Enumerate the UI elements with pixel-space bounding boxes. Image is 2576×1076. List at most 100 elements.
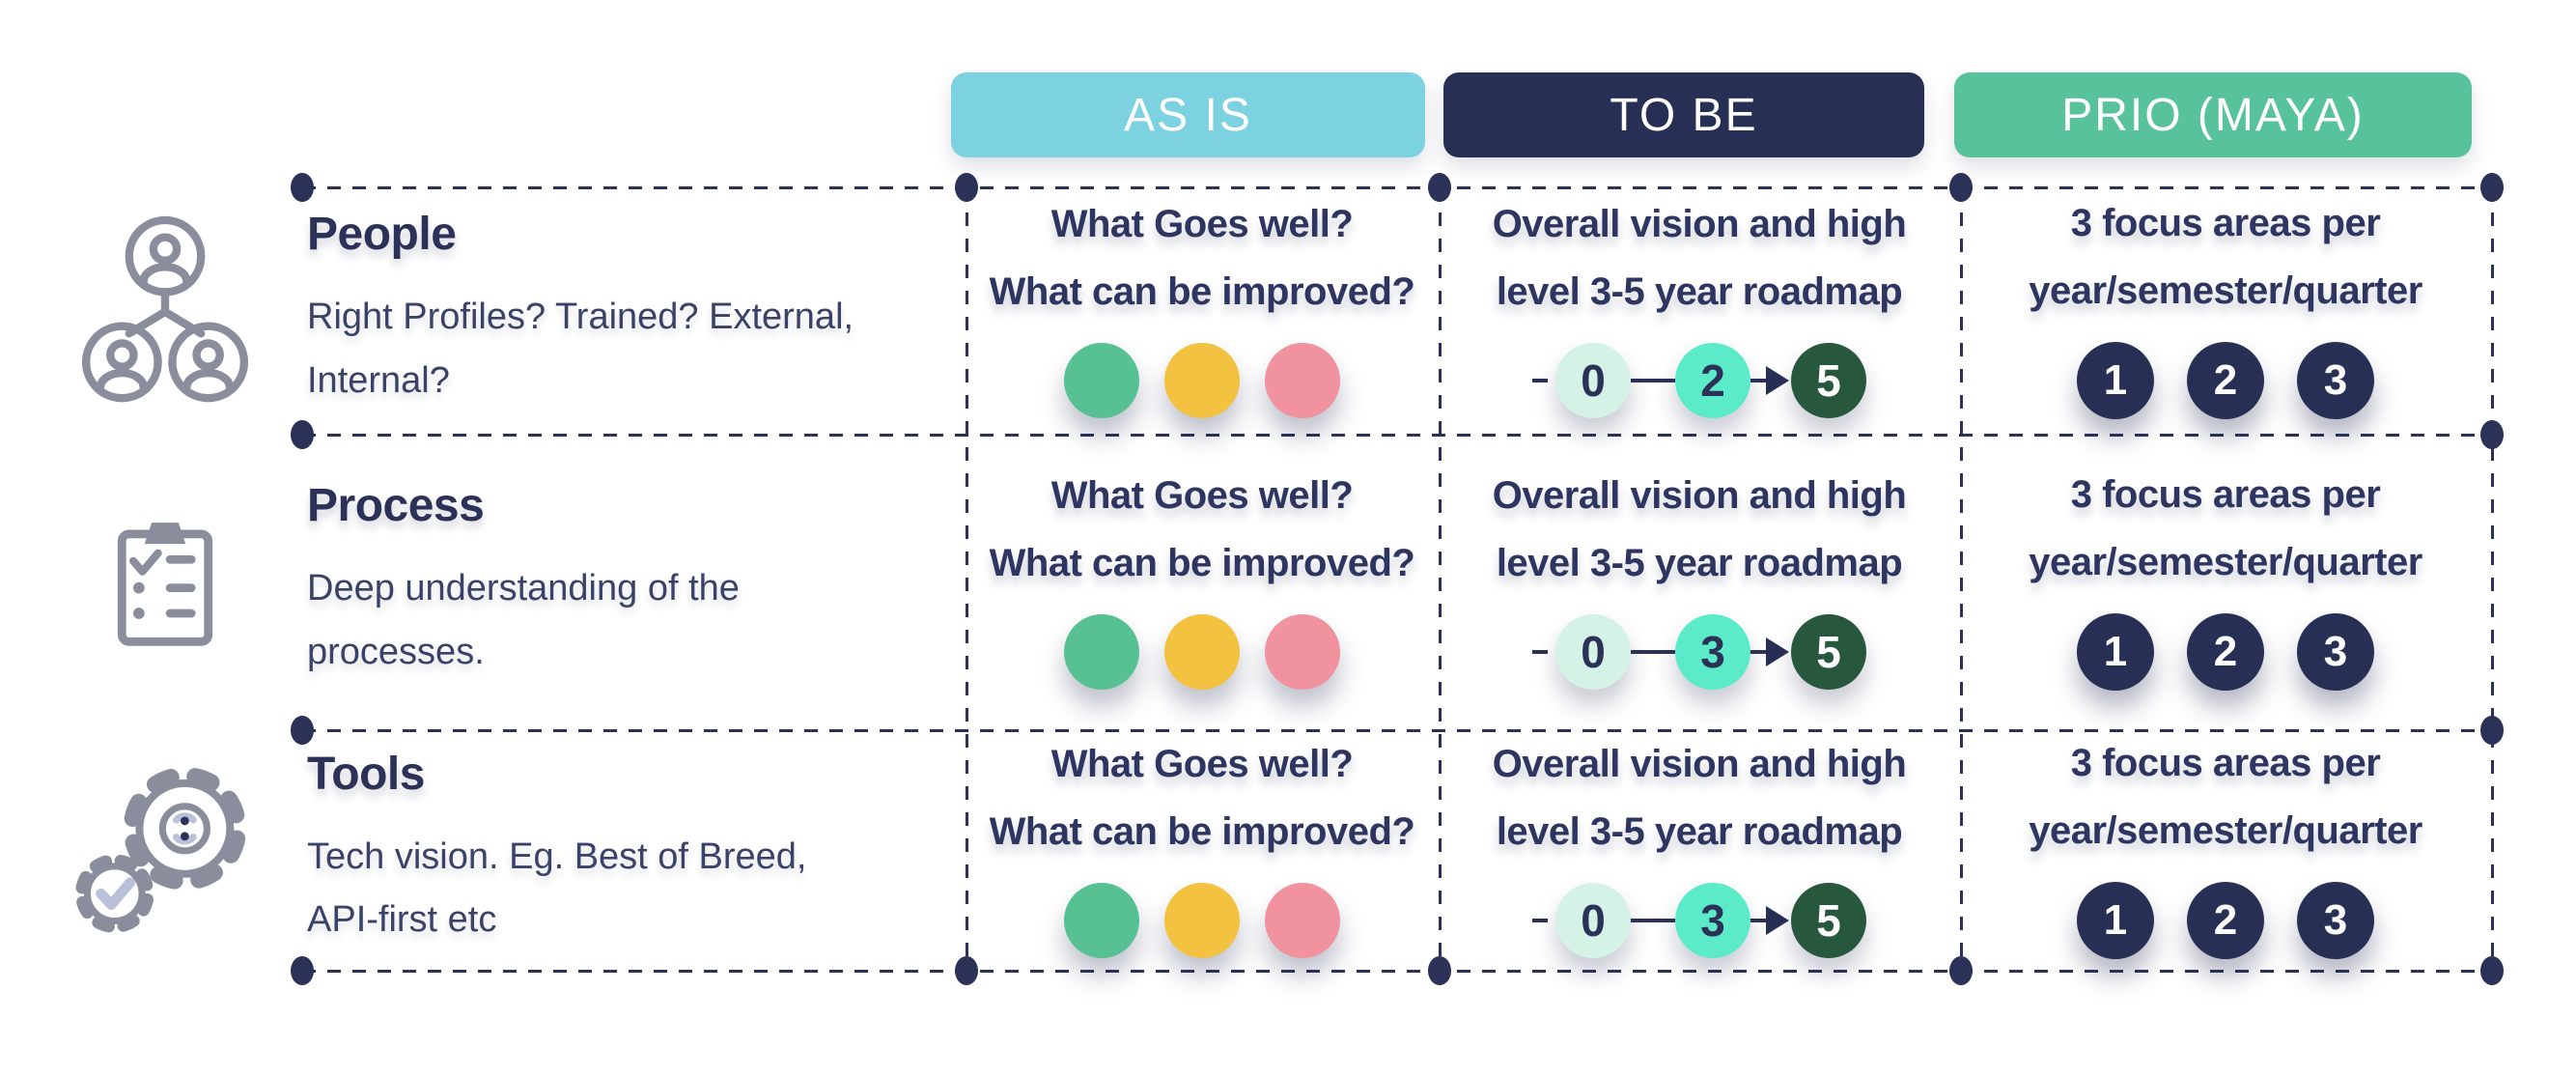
- cell-tools-prio: 3 focus areas per year/semester/quarter …: [1960, 729, 2491, 970]
- row-label-people: People Right Profiles? Trained? External…: [307, 186, 944, 434]
- grid-vline-2: [1439, 186, 1442, 970]
- grid-hline-row1: [302, 434, 2491, 437]
- row-description: Deep understanding of the processes.: [307, 568, 740, 672]
- priority-1: 1: [2077, 613, 2154, 691]
- yellow-dot: [1164, 343, 1240, 418]
- cell-people-as-is: What Goes well? What can be improved?: [966, 186, 1439, 434]
- yellow-dot: [1164, 614, 1240, 690]
- line-connector: [1750, 918, 1766, 922]
- grid-vline-1: [966, 186, 968, 970]
- row-people: People Right Profiles? Trained? External…: [0, 186, 2576, 434]
- maturity-step-target: 5: [1791, 882, 1866, 958]
- line-connector: [1631, 918, 1675, 922]
- prio-text: year/semester/quarter: [2029, 808, 2422, 852]
- priority-1: 1: [2077, 881, 2154, 959]
- column-header-as-is: AS IS: [951, 72, 1425, 157]
- grid-dot: [1428, 173, 1451, 202]
- prio-text: 3 focus areas per: [2070, 741, 2381, 784]
- as-is-question: What can be improved?: [989, 809, 1415, 853]
- grid-dot: [1428, 956, 1451, 985]
- cell-tools-as-is: What Goes well? What can be improved?: [966, 729, 1439, 970]
- line-connector: [1631, 379, 1675, 382]
- row-title: People: [307, 209, 457, 261]
- cell-people-to-be: Overall vision and high level 3-5 year r…: [1439, 186, 1960, 434]
- gears-check-icon: [60, 729, 270, 970]
- priority-2: 2: [2187, 342, 2264, 419]
- priority-numbers: 1 2 3: [2077, 881, 2374, 959]
- priority-2: 2: [2187, 881, 2264, 959]
- row-label-process: Process Deep understanding of the proces…: [307, 434, 944, 729]
- grid-dot: [2480, 716, 2504, 745]
- to-be-text: Overall vision and high: [1492, 203, 1907, 245]
- maturity-progression: 0 3 5: [1532, 882, 1866, 958]
- checklist-clipboard-icon: [60, 434, 270, 729]
- prio-text: 3 focus areas per: [2070, 202, 2381, 244]
- to-be-text: Overall vision and high: [1492, 742, 1907, 785]
- grid-hline-top: [302, 186, 2491, 189]
- maturity-progression: 0 2 5: [1532, 343, 1866, 418]
- cell-process-as-is: What Goes well? What can be improved?: [966, 434, 1439, 729]
- maturity-progression: 0 3 5: [1532, 614, 1866, 690]
- as-is-question: What Goes well?: [1050, 474, 1354, 517]
- arrow-right-icon: [1766, 366, 1789, 395]
- grid-hline-bottom: [302, 970, 2491, 973]
- as-is-question: What Goes well?: [1050, 742, 1354, 785]
- line-connector: [1631, 650, 1675, 654]
- column-header-to-be: TO BE: [1443, 72, 1924, 157]
- priority-numbers: 1 2 3: [2077, 342, 2374, 419]
- as-is-question: What can be improved?: [989, 542, 1415, 584]
- arrow-right-icon: [1766, 905, 1789, 935]
- grid-vline-right: [2491, 186, 2494, 970]
- maturity-step-current: 0: [1555, 882, 1631, 958]
- grid-dot: [2480, 956, 2504, 985]
- priority-3: 3: [2297, 613, 2374, 691]
- row-label-tools: Tools Tech vision. Eg. Best of Breed, AP…: [307, 729, 944, 970]
- row-process: Process Deep understanding of the proces…: [0, 434, 2576, 729]
- grid-hline-row2: [302, 729, 2491, 732]
- maturity-step-target: 5: [1791, 614, 1866, 690]
- prio-text: year/semester/quarter: [2029, 541, 2422, 583]
- row-description: Right Profiles? Trained? External, Inter…: [307, 297, 854, 401]
- traffic-light-dots: [1064, 882, 1340, 958]
- to-be-text: Overall vision and high: [1492, 474, 1907, 517]
- dash-connector: [1532, 918, 1548, 922]
- grid-dot: [1949, 956, 1973, 985]
- grid-dot: [291, 956, 314, 985]
- column-header-prio: PRIO (MAYA): [1954, 72, 2472, 157]
- green-dot: [1064, 882, 1139, 958]
- grid-vline-3: [1960, 186, 1963, 970]
- grid-dot: [955, 173, 978, 202]
- grid-dot: [291, 173, 314, 202]
- maturity-step-mid: 2: [1675, 343, 1750, 418]
- yellow-dot: [1164, 882, 1240, 958]
- priority-3: 3: [2297, 342, 2374, 419]
- as-is-question: What Goes well?: [1050, 203, 1354, 245]
- grid-dot: [2480, 173, 2504, 202]
- priority-numbers: 1 2 3: [2077, 613, 2374, 691]
- line-connector: [1750, 379, 1766, 382]
- maturity-step-mid: 3: [1675, 614, 1750, 690]
- grid-dot: [955, 956, 978, 985]
- green-dot: [1064, 343, 1139, 418]
- cell-tools-to-be: Overall vision and high level 3-5 year r…: [1439, 729, 1960, 970]
- grid-dot: [2480, 420, 2504, 449]
- priority-2: 2: [2187, 613, 2264, 691]
- dash-connector: [1532, 650, 1548, 654]
- priority-1: 1: [2077, 342, 2154, 419]
- traffic-light-dots: [1064, 614, 1340, 690]
- maturity-step-mid: 3: [1675, 882, 1750, 958]
- red-dot: [1265, 614, 1340, 690]
- red-dot: [1265, 882, 1340, 958]
- maturity-step-target: 5: [1791, 343, 1866, 418]
- maturity-step-current: 0: [1555, 343, 1631, 418]
- to-be-text: level 3-5 year roadmap: [1496, 270, 1903, 313]
- prio-text: 3 focus areas per: [2070, 473, 2381, 516]
- arrow-right-icon: [1766, 637, 1789, 666]
- row-title: Process: [307, 480, 485, 532]
- line-connector: [1750, 650, 1766, 654]
- traffic-light-dots: [1064, 343, 1340, 418]
- grid-dot: [291, 420, 314, 449]
- row-title: Tools: [307, 748, 425, 800]
- row-description: Tech vision. Eg. Best of Breed, API-firs…: [307, 835, 807, 940]
